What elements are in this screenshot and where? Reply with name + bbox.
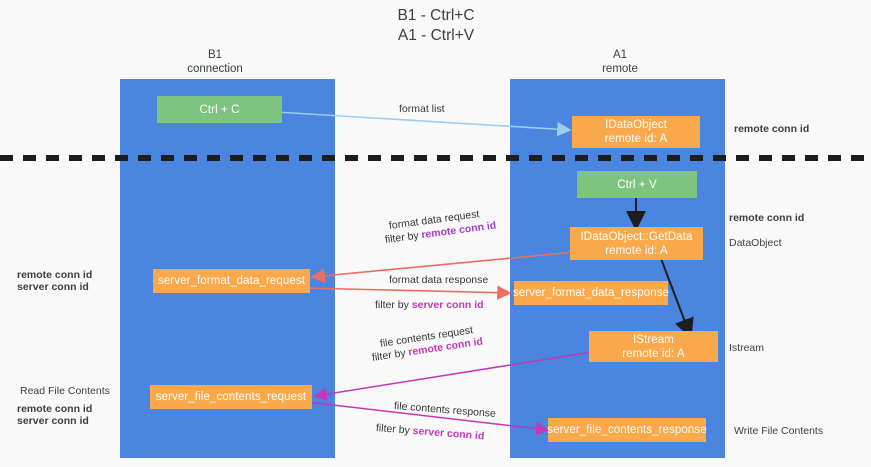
filter-prefix: filter by [375,299,412,311]
node-ctrl-v-label: Ctrl + V [617,178,657,191]
node-server-format-data-request-label: server_format_data_request [157,275,306,287]
phase-divider [0,155,871,161]
diagram-title-line2: A1 - Ctrl+V [397,27,475,44]
edge-label-format-data-response-filter: filter by server conn id [375,299,484,311]
annotation-left-server-conn-id-2: server conn id [17,415,89,427]
annotation-right-istream: Istream [729,342,765,354]
edge-file-contents-response [306,401,550,436]
edge-format-list [275,111,572,137]
node-server-file-contents-response-label: server_file_contents_response [547,424,707,436]
node-istream-line2: remote id: A [622,347,685,360]
annotation-left-server-conn-id: server conn id [17,281,89,293]
annotation-left-read-file-contents: Read File Contents [20,385,110,397]
node-server-file-contents-request[interactable]: server_file_contents_request [150,385,312,409]
node-ctrl-c-label: Ctrl + C [199,103,240,116]
edge-format-data-request [310,251,576,283]
node-server-file-contents-request-label: server_file_contents_request [155,391,307,403]
node-getdata-line1: IDataObject::GetData [580,230,693,243]
annotation-left-remote-conn-id: remote conn id [17,269,93,281]
edge-file-contents-request [313,351,593,401]
diagram-title-line1: B1 - Ctrl+C [397,7,475,24]
annotation-right-dataobject: DataObject [729,237,782,249]
column-header-b1-name: B1 [207,49,223,61]
node-idataobject[interactable]: IDataObject remote id: A [572,116,700,148]
node-server-file-contents-response[interactable]: server_file_contents_response [547,418,707,442]
node-server-format-data-response-label: server_format_data_response [512,287,670,299]
node-idataobject-getdata[interactable]: IDataObject::GetData remote id: A [570,227,703,260]
annotation-right-remote-conn-id-top: remote conn id [734,123,810,135]
node-idataobject-line2: remote id: A [604,133,668,145]
column-header-a1-sub: remote [602,63,638,75]
annotation-right-remote-conn-id-mid: remote conn id [729,212,805,224]
column-header-a1: A1 remote [565,48,675,76]
node-istream[interactable]: IStream remote id: A [589,331,718,362]
node-server-format-data-response[interactable]: server_format_data_response [512,281,670,305]
edge-format-data-response [304,285,512,300]
column-header-b1-sub: connection [187,63,243,75]
node-istream-line1: IStream [633,333,674,346]
node-ctrl-v[interactable]: Ctrl + V [577,171,697,198]
node-getdata-line2: remote id: A [605,244,668,257]
edge-label-format-data-response: format data response [389,274,489,286]
edge-getdata-istream [659,255,694,339]
column-header-b1: B1 connection [160,48,270,76]
annotation-right-write-file-contents: Write File Contents [734,425,824,437]
column-header-a1-name: A1 [612,49,628,61]
filter-key-server-conn-id: server conn id [411,299,484,311]
annotation-left-remote-conn-id-2: remote conn id [17,403,93,415]
node-server-format-data-request[interactable]: server_format_data_request [153,269,310,293]
node-idataobject-line1: IDataObject [605,119,667,131]
diagram-title: B1 - Ctrl+C A1 - Ctrl+V [331,6,541,46]
edge-label-format-list: format list [399,103,445,115]
node-ctrl-c[interactable]: Ctrl + C [157,96,282,123]
